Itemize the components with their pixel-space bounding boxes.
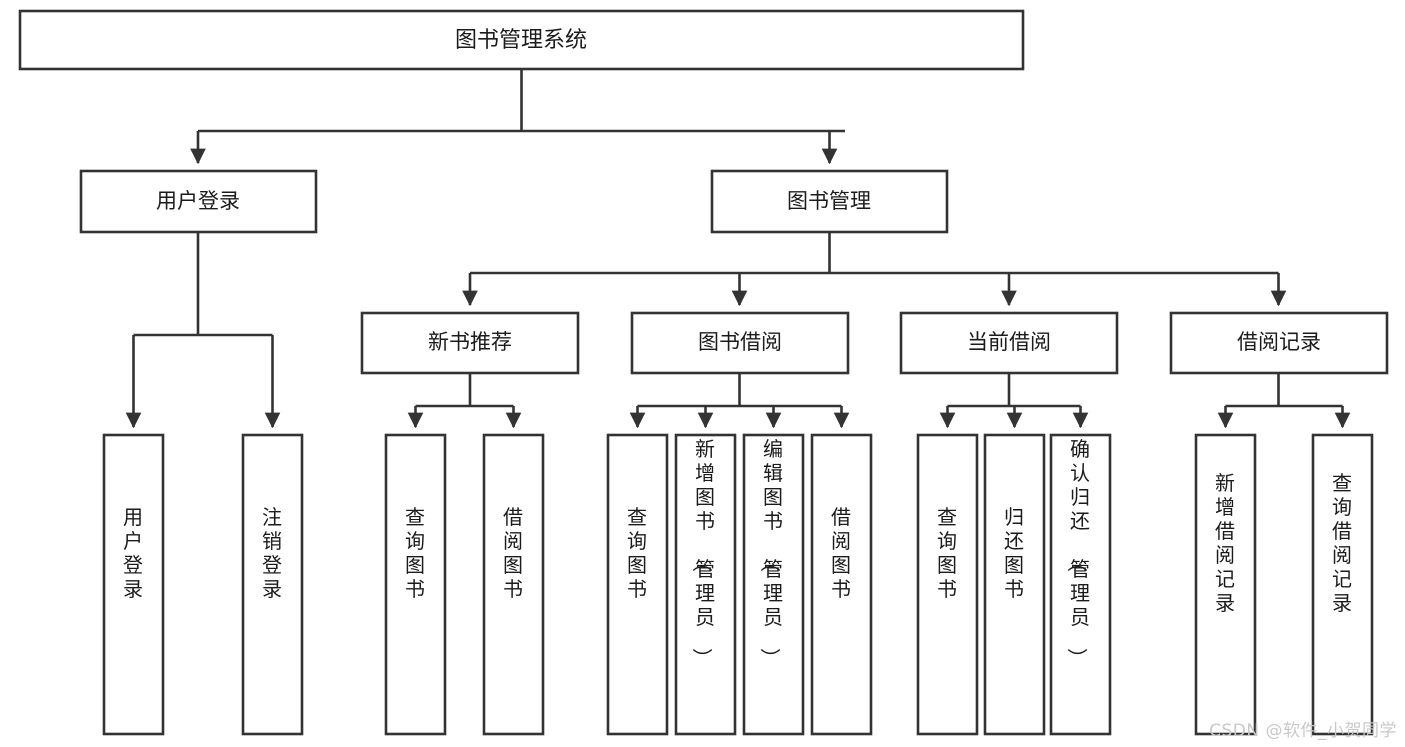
node-book-management-box[interactable] [710,169,949,234]
node-borrow-record[interactable]: 借阅记录 [1169,311,1389,375]
leaf-add-borrow-record-box[interactable] [1194,433,1257,736]
node-user-login-box[interactable] [79,169,318,234]
leaf-query-book-1[interactable]: 查询图书 [384,433,447,736]
leaf-return-book-label: 归还图书 [1004,505,1024,601]
edge-layer [125,69,1351,429]
leaf-confirm-return[interactable]: 确认归还（管理员） [1049,433,1112,736]
leaf-logout-login-label: 注销登录 [262,505,282,601]
leaf-edit-book-label: 编辑图书（管理员） [758,437,783,668]
leaf-query-book-1-box[interactable] [384,433,447,736]
leaf-return-book-box[interactable] [983,433,1046,736]
node-current-borrow-box[interactable] [899,311,1119,375]
leaf-confirm-return-label: 确认归还（管理员） [1065,437,1090,668]
node-borrow-record-label: 借阅记录 [1237,330,1321,354]
csdn-watermark: CSDN @软件_小贺同学 [1209,721,1397,741]
leaf-logout-login-box[interactable] [241,433,304,736]
leaf-add-borrow-record[interactable]: 新增借阅记录 [1194,433,1257,736]
leaf-query-borrow-record[interactable]: 查询借阅记录 [1311,433,1374,736]
node-new-book-recommend-box[interactable] [360,311,580,375]
leaf-query-borrow-record-label: 查询借阅记录 [1332,471,1352,615]
leaf-query-book-2-label: 查询图书 [627,505,647,601]
leaf-borrow-book-2-label: 借阅图书 [831,505,851,601]
leaf-confirm-return-box[interactable] [1049,433,1112,736]
leaf-query-book-3[interactable]: 查询图书 [916,433,979,736]
leaf-add-book-box[interactable] [674,433,737,736]
node-book-management-label: 图书管理 [787,189,871,213]
leaf-user-login[interactable]: 用户登录 [102,433,165,736]
node-book-borrow[interactable]: 图书借阅 [630,311,850,375]
leaf-borrow-book-2[interactable]: 借阅图书 [810,433,873,736]
node-new-book-recommend[interactable]: 新书推荐 [360,311,580,375]
leaf-borrow-book-1-label: 借阅图书 [503,505,523,601]
leaf-query-borrow-record-box[interactable] [1311,433,1374,736]
leaf-query-book-3-label: 查询图书 [937,505,957,601]
leaf-query-book-1-label: 查询图书 [405,505,425,601]
leaf-query-book-3-box[interactable] [916,433,979,736]
node-book-borrow-label: 图书借阅 [698,330,782,354]
leaf-user-login-label: 用户登录 [123,505,143,601]
leaf-add-book[interactable]: 新增图书（管理员） [674,433,737,736]
leaf-query-book-2-box[interactable] [606,433,669,736]
node-root[interactable]: 图书管理系统 [18,9,1025,71]
leaf-user-login-box[interactable] [102,433,165,736]
node-borrow-record-box[interactable] [1169,311,1389,375]
node-root-label: 图书管理系统 [455,28,587,53]
leaf-borrow-book-2-box[interactable] [810,433,873,736]
node-user-login[interactable]: 用户登录 [79,169,318,234]
leaf-add-borrow-record-label: 新增借阅记录 [1215,471,1235,615]
leaf-edit-book-box[interactable] [742,433,805,736]
leaf-logout-login[interactable]: 注销登录 [241,433,304,736]
leaf-return-book[interactable]: 归还图书 [983,433,1046,736]
node-root-box[interactable] [18,9,1025,71]
node-book-management[interactable]: 图书管理 [710,169,949,234]
node-layer: 图书管理系统 用户登录 图书管理 新书推荐 图书借阅 [18,9,1389,736]
node-current-borrow[interactable]: 当前借阅 [899,311,1119,375]
node-new-book-recommend-label: 新书推荐 [428,330,512,354]
node-current-borrow-label: 当前借阅 [967,330,1051,354]
leaf-borrow-book-1-box[interactable] [482,433,545,736]
node-user-login-label: 用户登录 [156,189,240,213]
leaf-add-book-label: 新增图书（管理员） [690,437,715,668]
leaf-edit-book[interactable]: 编辑图书（管理员） [742,433,805,736]
leaf-query-book-2[interactable]: 查询图书 [606,433,669,736]
leaf-borrow-book-1[interactable]: 借阅图书 [482,433,545,736]
node-book-borrow-box[interactable] [630,311,850,375]
